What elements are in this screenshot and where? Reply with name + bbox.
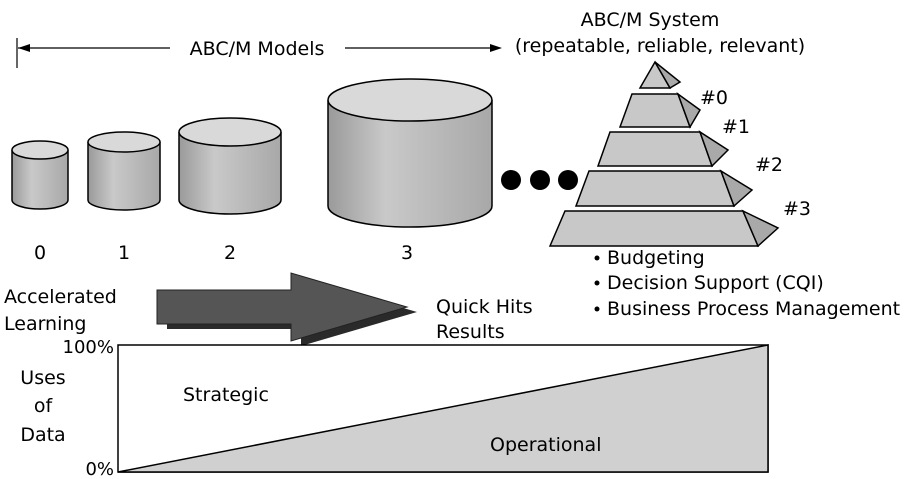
system-subtitle: (repeatable, reliable, relevant) xyxy=(515,35,805,57)
cylinder-3 xyxy=(327,78,493,228)
quick-hits-line2: Results xyxy=(436,321,505,343)
operational-label: Operational xyxy=(490,434,601,456)
pyramid-level-3: #3 xyxy=(783,198,811,220)
progress-arrow xyxy=(156,272,417,346)
y-title-line3: Data xyxy=(20,424,65,446)
cylinder-label-0: 0 xyxy=(34,242,46,264)
pyramid-tier-1 xyxy=(618,91,701,129)
pyramid-tier-2 xyxy=(596,130,730,168)
pyramid-level-1: #1 xyxy=(722,116,750,138)
pyramid-bullets: Budgeting Decision Support (CQI) Busines… xyxy=(594,247,900,320)
y-title-line1: Uses xyxy=(20,367,65,389)
cylinder-1 xyxy=(87,131,161,211)
pyramid-tier-3 xyxy=(574,169,754,208)
pyramid-tier-0 xyxy=(638,60,682,90)
accelerated-label-line1: Accelerated xyxy=(4,286,117,308)
models-label: ABC/M Models xyxy=(190,38,325,60)
bullet-budgeting: Budgeting xyxy=(607,247,705,269)
models-span-arrow xyxy=(16,38,502,68)
y-title-line2: of xyxy=(34,395,54,417)
bullet-decision-support: Decision Support (CQI) xyxy=(607,272,824,294)
cylinder-label-2: 2 xyxy=(224,242,236,264)
y-top-label: 100% xyxy=(63,337,114,358)
cylinder-label-1: 1 xyxy=(118,242,130,264)
system-title: ABC/M System xyxy=(581,9,720,31)
usage-chart xyxy=(117,344,769,473)
cylinder-0 xyxy=(11,140,69,210)
pyramid-tier-base xyxy=(548,209,780,248)
ellipsis-dots xyxy=(501,170,578,190)
pyramid xyxy=(548,60,780,248)
bullet-business-process: Business Process Management xyxy=(607,298,900,320)
accelerated-label-line2: Learning xyxy=(4,313,87,335)
y-bottom-label: 0% xyxy=(85,459,114,479)
cylinder-label-3: 3 xyxy=(401,242,413,264)
operational-region xyxy=(117,344,769,473)
pyramid-level-0: #0 xyxy=(700,87,728,109)
quick-hits-line1: Quick Hits xyxy=(436,296,533,318)
strategic-label: Strategic xyxy=(183,384,269,406)
cylinder-2 xyxy=(178,117,282,215)
pyramid-level-2: #2 xyxy=(755,154,783,176)
